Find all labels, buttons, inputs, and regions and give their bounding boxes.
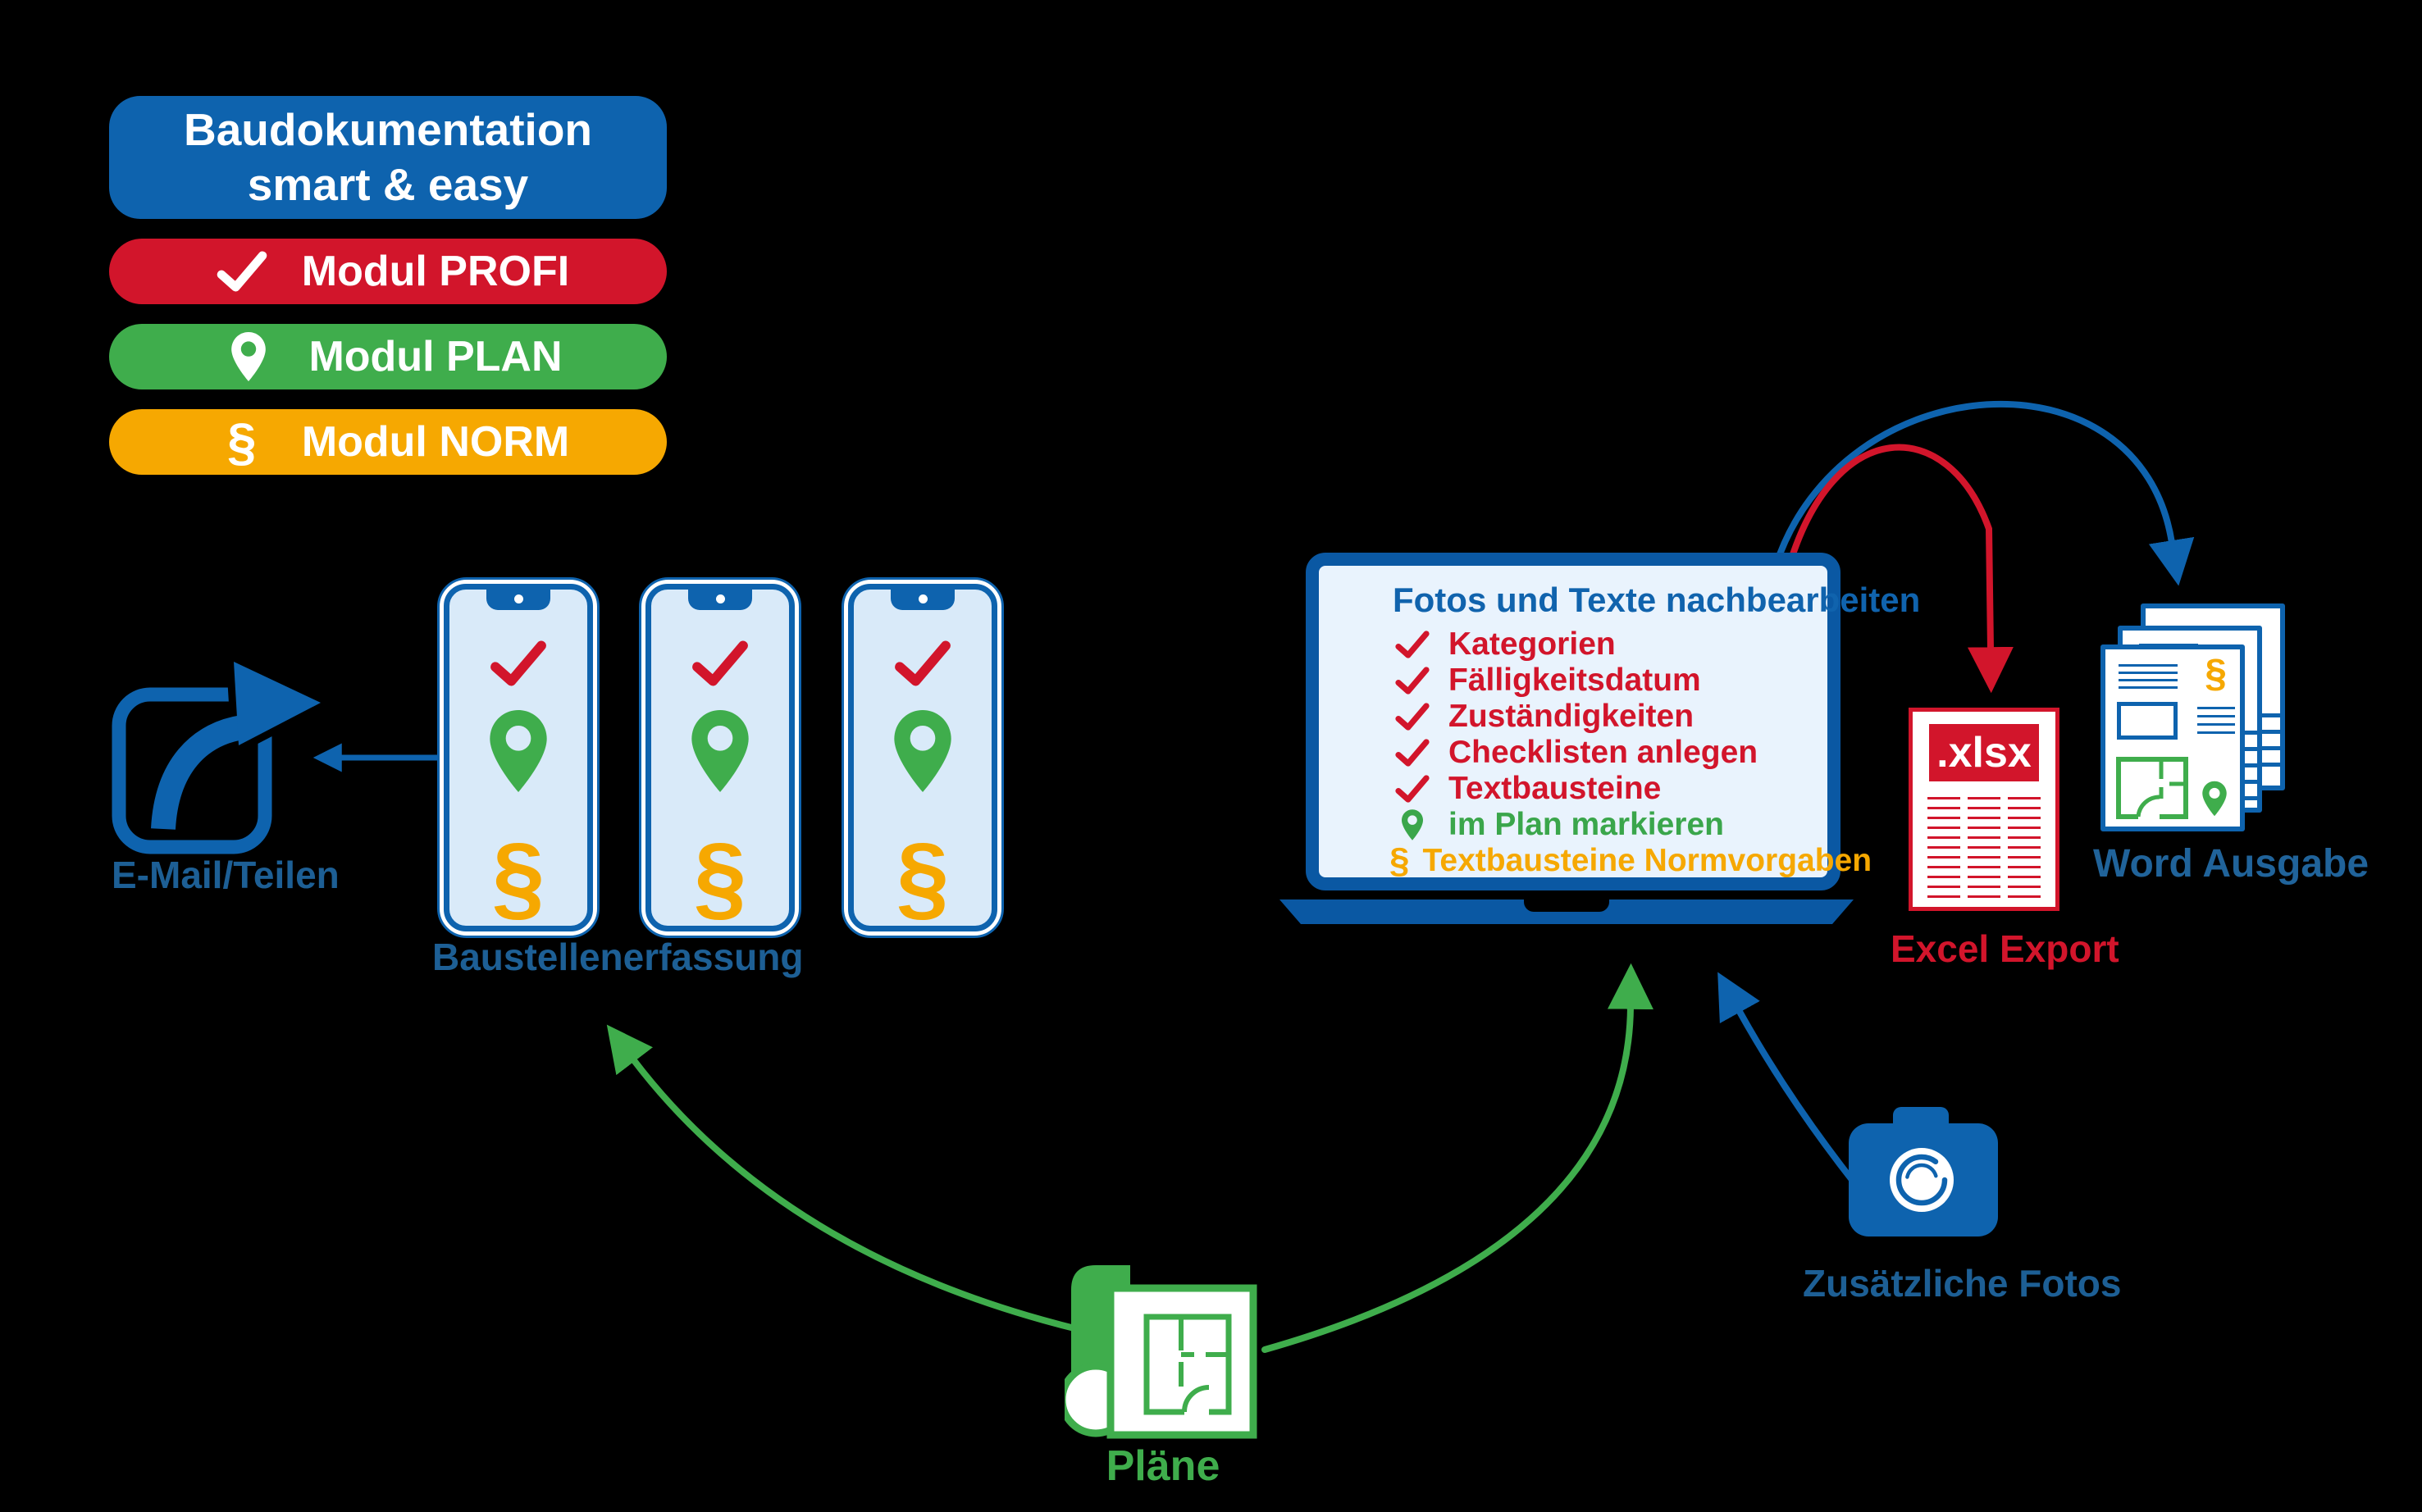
legend-modul-profi: Modul PROFI — [109, 239, 667, 304]
phone-1-screen: § — [444, 584, 593, 931]
page-edge-dashes — [2241, 731, 2262, 800]
paragraph-icon: § — [227, 412, 257, 471]
check-icon — [1389, 775, 1435, 803]
legend-modul-plan-label: Modul PLAN — [308, 333, 563, 380]
phone-2-screen: § — [645, 584, 795, 931]
text-line — [2197, 707, 2235, 709]
check-icon — [1389, 667, 1435, 695]
text-line — [2119, 686, 2178, 689]
camera-dot — [918, 594, 928, 603]
location-pin-icon — [1389, 808, 1435, 842]
legend-modul-norm: § Modul NORM — [109, 409, 667, 475]
camera-dot — [715, 594, 725, 603]
arrow-laptop-to-excel — [1785, 444, 2014, 694]
location-pin-icon — [894, 710, 951, 792]
phone-notch — [486, 588, 550, 610]
laptop-title: Fotos und Texte nachbearbeiten — [1393, 581, 1921, 619]
plans-label: Pläne — [1106, 1442, 1220, 1490]
text-line — [2119, 672, 2178, 674]
location-pin-icon — [490, 710, 547, 792]
phone-3: § — [842, 577, 1004, 938]
paragraph-icon: § — [896, 823, 950, 930]
laptop-base — [1279, 899, 1854, 924]
legend-modul-plan: Modul PLAN — [109, 324, 667, 389]
spreadsheet-grid — [1927, 790, 2041, 904]
share-icon — [112, 652, 331, 854]
floor-plan-icon — [2116, 757, 2188, 820]
check-icon — [895, 640, 951, 686]
excel-label: Excel Export — [1891, 927, 2119, 970]
text-line — [2197, 731, 2235, 734]
phone-notch — [891, 588, 955, 610]
text-line — [2197, 723, 2235, 726]
laptop-item: im Plan markieren — [1389, 807, 1811, 843]
location-pin-icon — [213, 330, 284, 384]
phone-1: § — [437, 577, 600, 938]
phones-label: Baustellenerfassung — [432, 936, 804, 978]
laptop-latch-notch — [1524, 899, 1609, 912]
camera-icon — [1849, 1107, 1998, 1236]
laptop-item: § Textbausteine Normvorgaben — [1389, 840, 1872, 881]
check-icon — [1389, 703, 1435, 731]
legend-modul-profi-label: Modul PROFI — [301, 248, 570, 295]
paragraph-icon: § — [1389, 840, 1410, 881]
camera-dot — [513, 594, 523, 603]
location-pin-icon — [691, 710, 749, 792]
legend-title-line2: smart & easy — [247, 159, 529, 210]
excel-document: .xlsx — [1909, 708, 2059, 911]
arrow-plans-to-laptop — [1261, 963, 1653, 1353]
grid-column — [1968, 790, 2000, 904]
phone-2: § — [639, 577, 801, 938]
arrow-camera-to-laptop — [1717, 972, 1859, 1187]
check-icon — [1389, 631, 1435, 658]
arrow-plans-to-phones — [606, 1024, 1084, 1333]
camera-label: Zusätzliche Fotos — [1803, 1262, 2122, 1305]
check-icon — [692, 640, 748, 686]
laptop-item: Zuständigkeiten — [1389, 699, 1811, 735]
arrow-laptop-to-word — [1772, 400, 2195, 586]
email-share-label: E-Mail/Teilen — [112, 854, 340, 896]
paragraph-icon: § — [491, 823, 545, 930]
legend-title-badge: Baudokumentation smart & easy — [109, 96, 667, 219]
text-line — [2119, 664, 2178, 667]
paragraph-icon: § — [2205, 652, 2227, 695]
grid-column — [2008, 790, 2041, 904]
grid-column — [1927, 790, 1960, 904]
check-icon — [207, 251, 277, 292]
xlsx-badge: .xlsx — [1929, 724, 2039, 781]
check-icon — [1389, 739, 1435, 767]
paragraph-icon: § — [693, 823, 747, 930]
plans-icon — [1065, 1265, 1257, 1439]
text-line — [2197, 715, 2235, 717]
legend-modul-norm-label: Modul NORM — [301, 418, 570, 466]
legend-title-line1: Baudokumentation — [183, 103, 593, 155]
laptop-screen: Fotos und Texte nachbearbeiten Kategorie… — [1319, 566, 1921, 881]
text-line — [2119, 679, 2178, 681]
laptop-item: Fälligkeitsdatum — [1389, 663, 1811, 699]
page-edge-dashes — [2260, 713, 2282, 767]
image-placeholder — [2117, 702, 2178, 740]
check-icon — [490, 640, 546, 686]
laptop: Fotos und Texte nachbearbeiten Kategorie… — [1306, 553, 1921, 890]
location-pin-icon — [2202, 781, 2227, 817]
laptop-item: Kategorien — [1389, 626, 1811, 663]
laptop-item: Checklisten anlegen — [1389, 735, 1811, 771]
phone-3-screen: § — [848, 584, 997, 931]
phone-notch — [688, 588, 752, 610]
word-label: Word Ausgabe — [2093, 842, 2370, 886]
laptop-item: Textbausteine — [1389, 771, 1811, 807]
word-page-front: § — [2100, 644, 2245, 831]
